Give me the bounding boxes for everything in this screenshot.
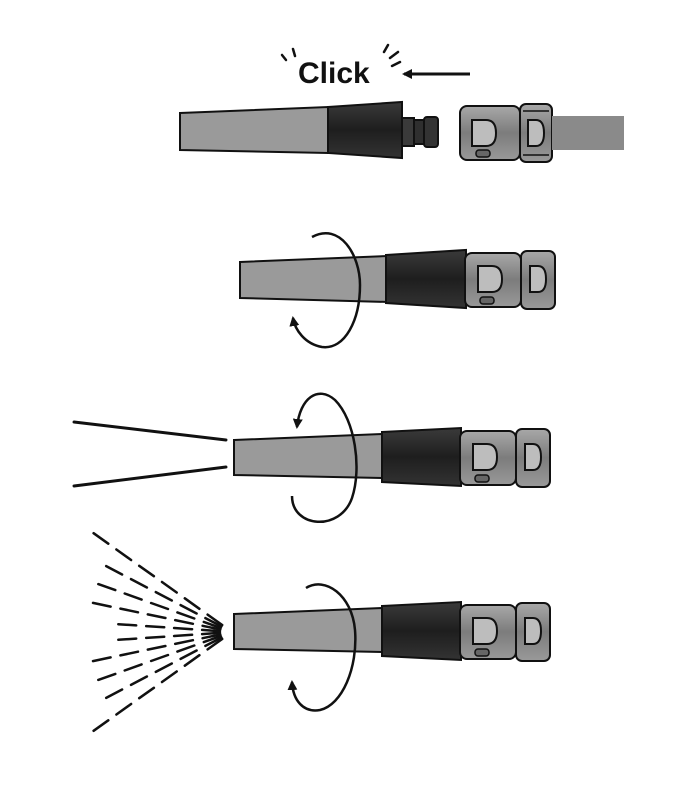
spray-dash [117, 622, 138, 627]
spray-dash [129, 675, 149, 687]
spray-dash [202, 620, 222, 630]
spray-dash [201, 633, 222, 640]
hose-icon [552, 116, 624, 150]
spray-dash [123, 663, 143, 672]
spray-dash [179, 603, 198, 615]
spray-dash [91, 656, 112, 663]
jet-lines-icon [72, 420, 228, 488]
rotate-arrow-icon [289, 232, 362, 349]
nozzle-icon [179, 100, 439, 160]
spray-dash [97, 582, 117, 592]
spray-dashes-icon [91, 531, 224, 733]
spray-dash [137, 564, 156, 578]
rotate-arrow-icon [287, 583, 357, 712]
spray-dash [115, 548, 133, 562]
click-sound-marks-icon [280, 43, 402, 68]
spray-dash [119, 607, 140, 614]
nozzle-icon [233, 426, 551, 488]
spray-dash [179, 649, 198, 661]
step-jet-spray [72, 392, 551, 523]
spray-dash [129, 577, 149, 589]
spray-dash [117, 637, 138, 642]
spray-dash [91, 601, 112, 608]
spray-dash [204, 636, 223, 648]
spray-dash [200, 628, 222, 633]
spray-dash [144, 624, 166, 629]
spray-dash [183, 597, 201, 611]
spray-dash [104, 564, 124, 576]
spray-dash [149, 601, 170, 611]
rotate-arrow-icon [290, 392, 358, 523]
spray-dash [123, 592, 143, 601]
spray-dash [176, 644, 196, 653]
step-rotate [239, 232, 556, 349]
spray-dash [160, 670, 178, 684]
spray-dash [119, 650, 140, 657]
spray-dash [173, 638, 195, 646]
spray-dash [172, 633, 194, 638]
spray-dash [206, 637, 224, 651]
spray-dash [137, 686, 156, 700]
spray-dash [146, 613, 167, 620]
click-label: Click [298, 57, 370, 90]
spray-dash [172, 626, 194, 631]
spray-dash [92, 719, 110, 733]
spray-dash [115, 702, 133, 716]
spray-dash [144, 635, 166, 640]
spray-dash [206, 613, 224, 627]
nozzle-icon [239, 248, 556, 310]
step-connect: Click [179, 43, 624, 163]
spray-dash [173, 618, 195, 626]
spray-dash [202, 634, 222, 644]
spray-dash [201, 624, 222, 631]
step-fan-spray [91, 531, 551, 733]
spray-dash [160, 580, 178, 594]
spray-dash [154, 662, 174, 674]
spray-dash [176, 611, 196, 620]
spray-dash [154, 590, 174, 602]
spray-dash [97, 672, 117, 682]
hose-connector-icon [459, 103, 553, 163]
spray-dash [104, 688, 124, 700]
spray-dash [183, 653, 201, 667]
spray-dash [204, 616, 223, 628]
spray-dash [149, 653, 170, 663]
nozzle-icon [233, 600, 551, 662]
spray-dash [146, 644, 167, 651]
spray-dash [92, 531, 110, 545]
spray-dash [200, 631, 222, 636]
